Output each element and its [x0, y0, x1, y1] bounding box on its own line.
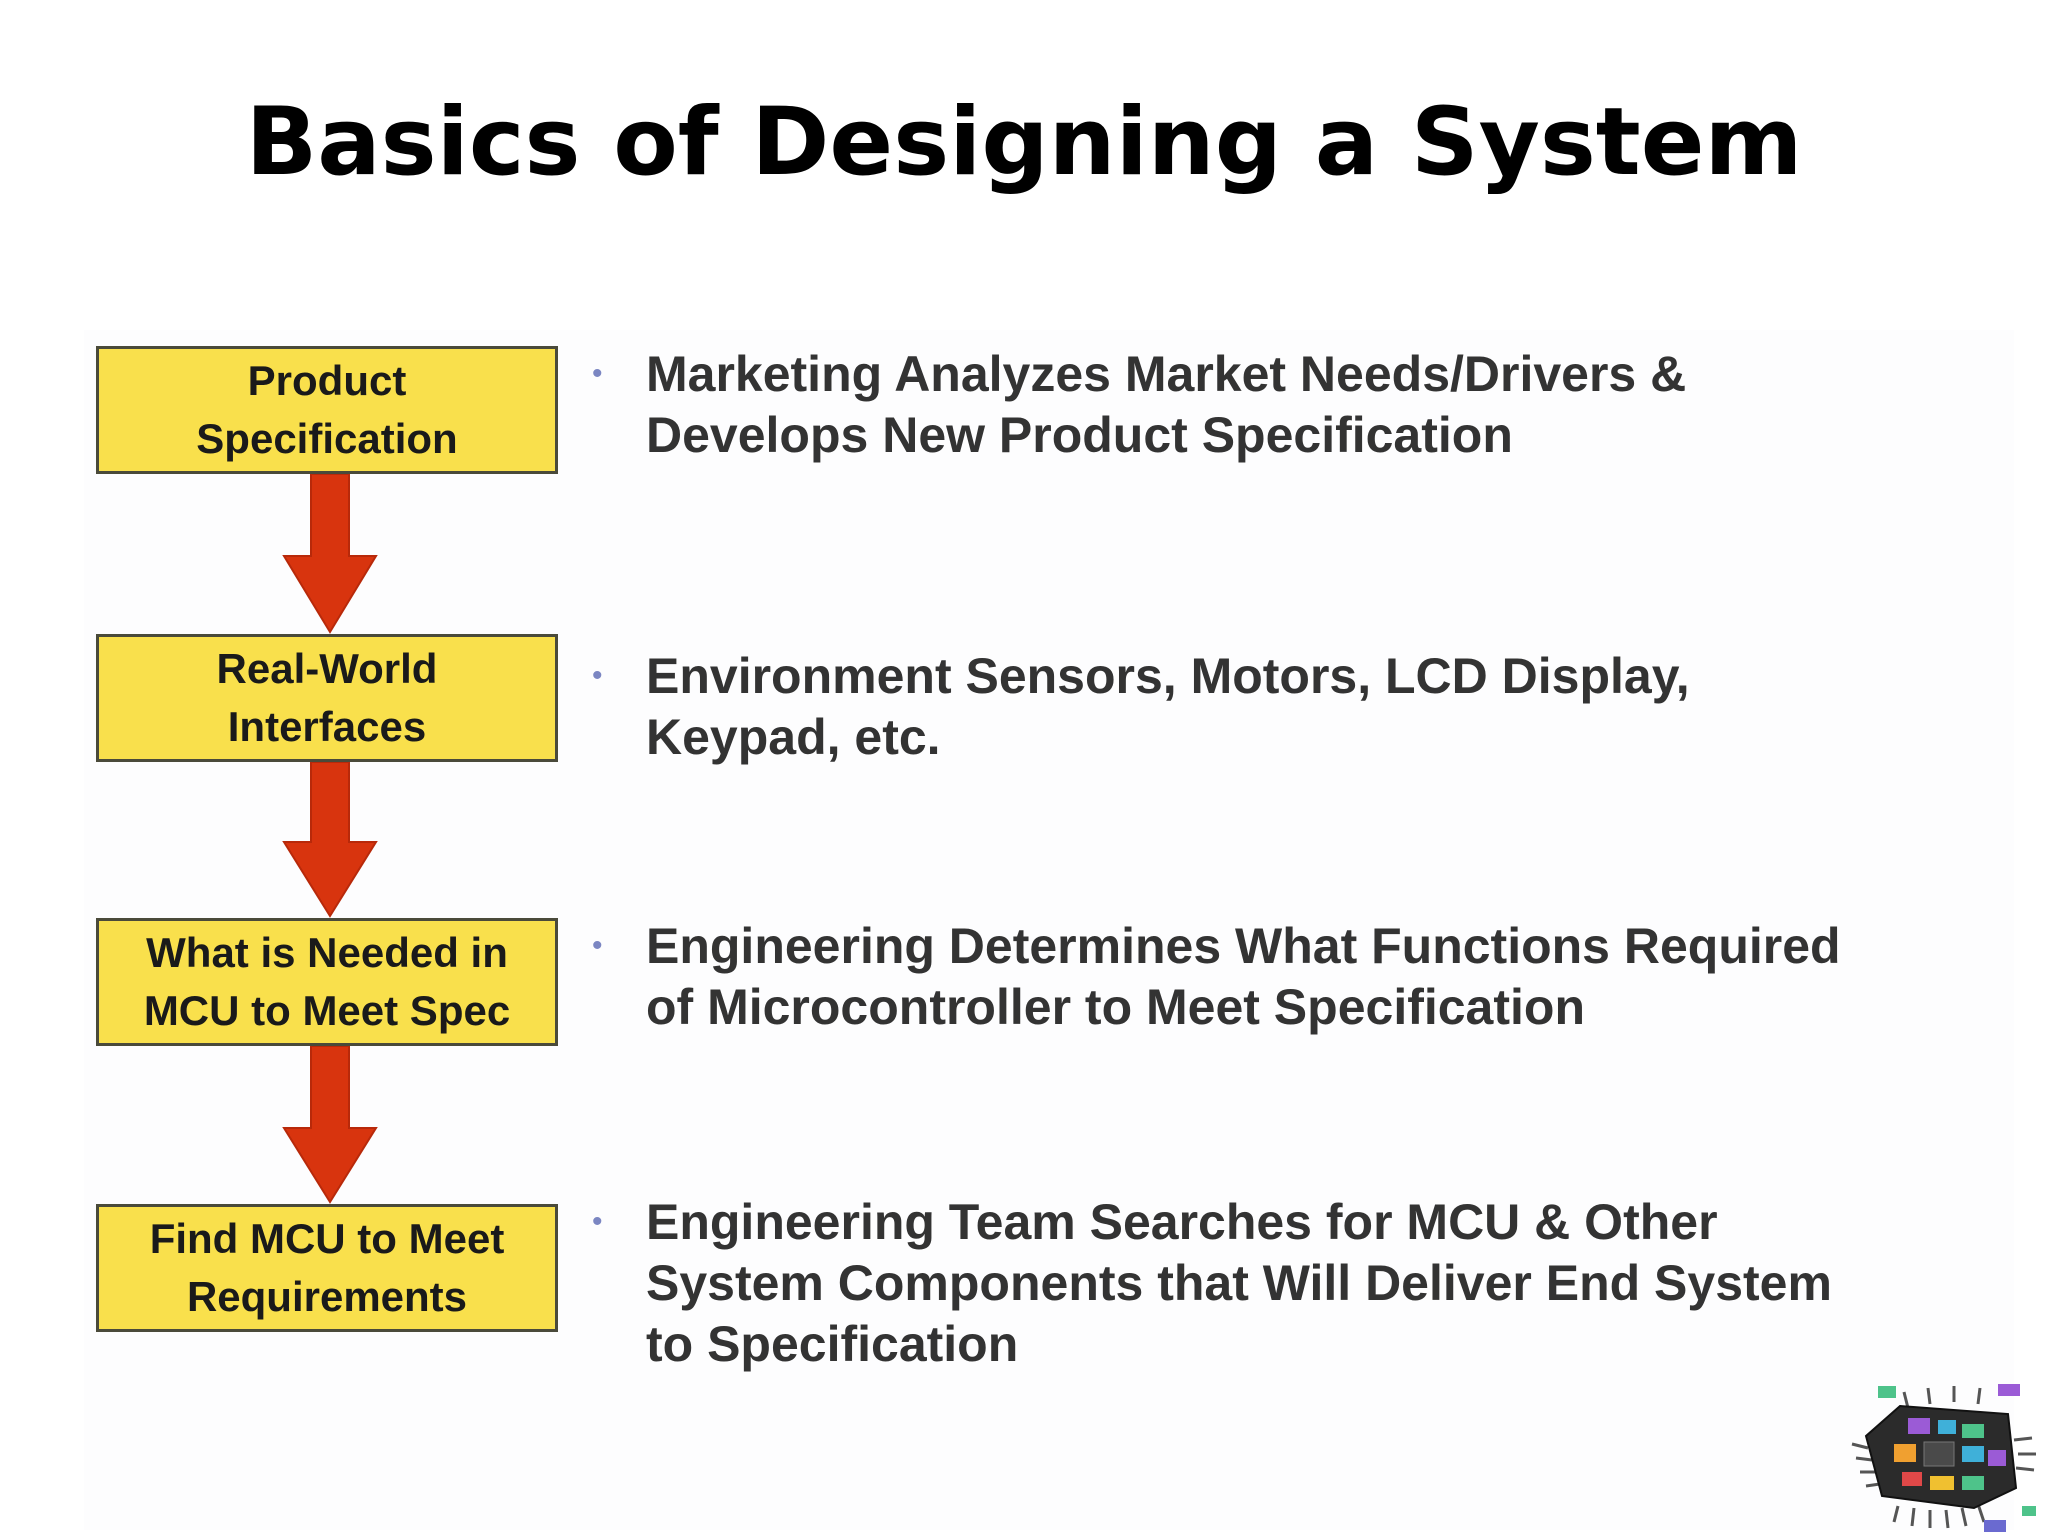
bullet-icon: • [592, 357, 603, 390]
step-box-mcu-needs: What is Needed in MCU to Meet Spec [96, 918, 558, 1046]
step-label: What is Needed in MCU to Meet Spec [143, 929, 511, 1034]
step-label: Real-World Interfaces [216, 645, 438, 750]
step-box-product-specification: Product Specification [96, 346, 558, 474]
step-label: Product Specification [196, 357, 458, 462]
step-box-find-mcu: Find MCU to Meet Requirements [96, 1204, 558, 1332]
down-arrow-icon [282, 762, 378, 918]
step-description: Environment Sensors, Motors, LCD Display… [646, 648, 1690, 765]
bullet-icon: • [592, 1205, 603, 1238]
bullet-icon: • [592, 659, 603, 692]
step-description: Engineering Determines What Functions Re… [646, 918, 1841, 1035]
step-box-real-world-interfaces: Real-World Interfaces [96, 634, 558, 762]
step-description: Marketing Analyzes Market Needs/Drivers … [646, 346, 1687, 463]
bullet-icon: • [592, 929, 603, 962]
slide-title: Basics of Designing a System [245, 88, 1803, 197]
down-arrow-icon [282, 474, 378, 634]
step-description: Engineering Team Searches for MCU & Othe… [646, 1194, 1832, 1372]
step-label: Find MCU to Meet Requirements [149, 1215, 505, 1320]
microchip-icon [1851, 1384, 2036, 1532]
down-arrow-icon [282, 1046, 378, 1204]
